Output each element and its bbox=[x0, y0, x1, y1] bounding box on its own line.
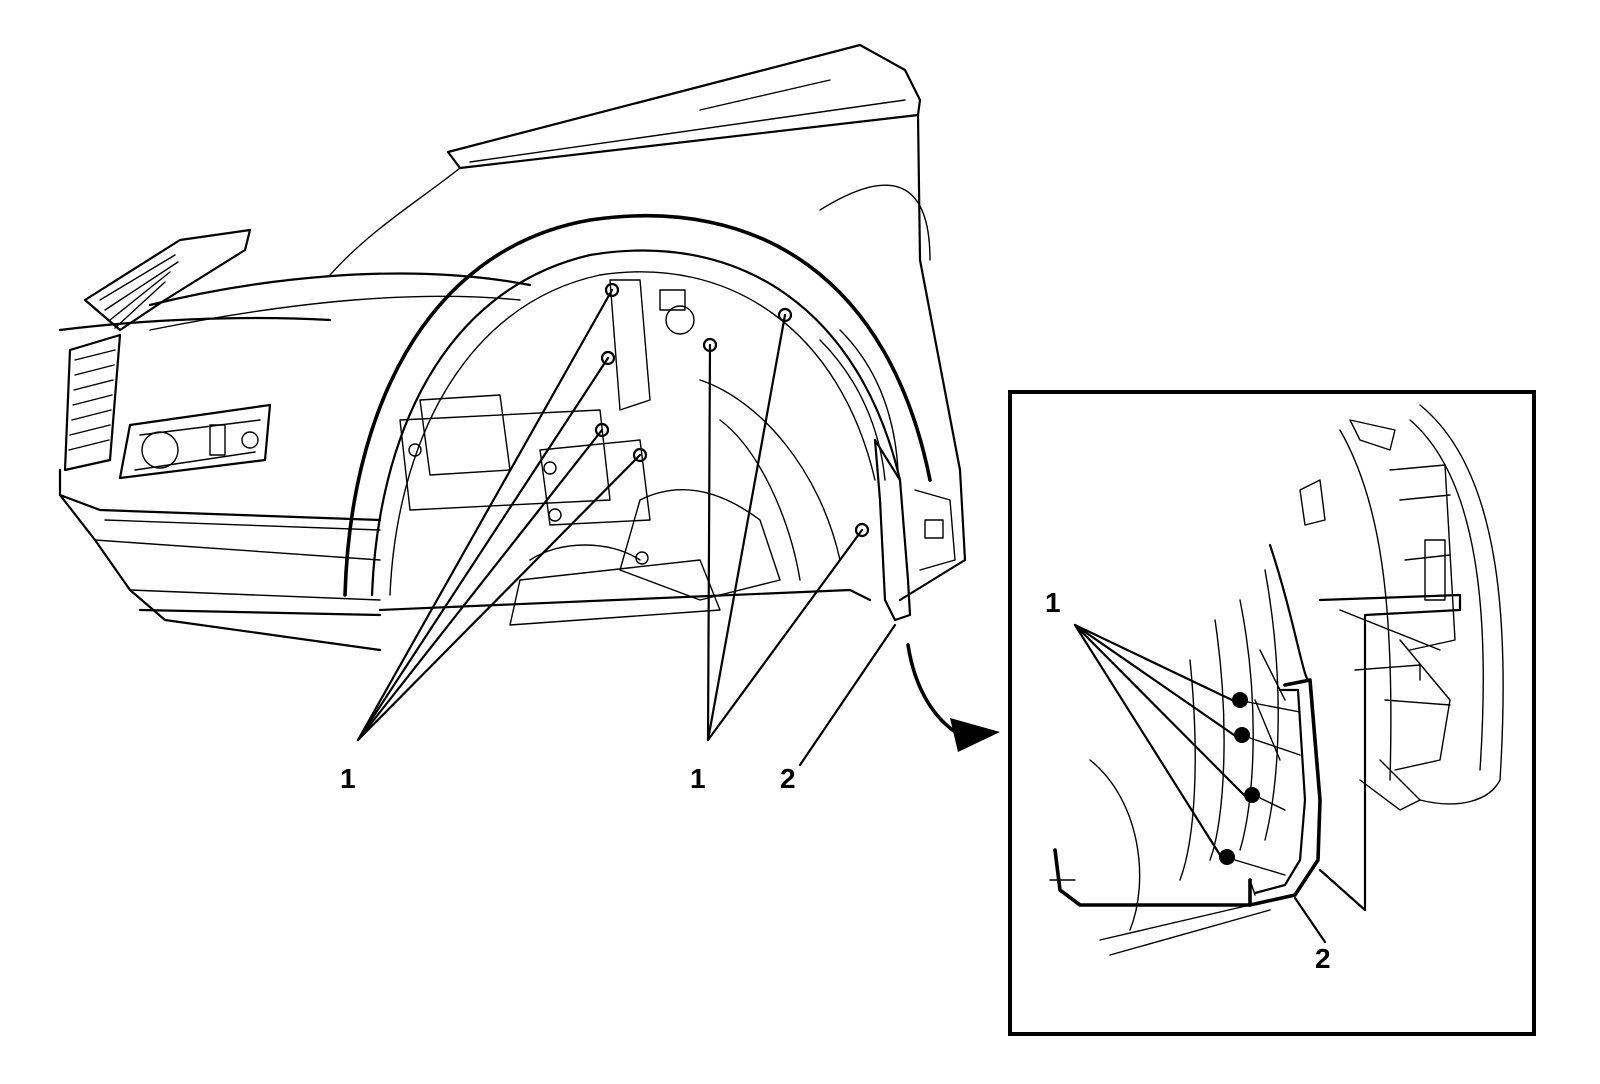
fastener bbox=[854, 522, 870, 538]
curved-arrow-icon bbox=[906, 643, 1000, 752]
callout-liner-detail: 2 bbox=[1315, 943, 1331, 974]
fastener bbox=[1234, 727, 1250, 743]
callout-fasteners-right: 1 bbox=[690, 763, 706, 794]
fender-body bbox=[898, 113, 967, 602]
wheelhouse-interior bbox=[378, 279, 899, 626]
fastener bbox=[600, 350, 616, 366]
fastener bbox=[1244, 787, 1260, 803]
leader-lines-main bbox=[356, 288, 897, 767]
wheel-arch-outer bbox=[343, 213, 932, 597]
fastener bbox=[1219, 849, 1235, 865]
vehicle-front-view: 1 1 2 bbox=[58, 43, 967, 794]
fastener-group-main bbox=[408, 282, 870, 565]
callout-fasteners-left: 1 bbox=[340, 763, 356, 794]
detail-inset: 1 2 bbox=[1008, 390, 1536, 1036]
fender-liner-flap bbox=[873, 438, 956, 622]
fastener bbox=[594, 422, 610, 438]
front-bumper bbox=[58, 316, 382, 652]
front-grille bbox=[63, 228, 252, 472]
fastener bbox=[604, 282, 620, 298]
fastener-group-detail bbox=[1219, 692, 1301, 876]
callout-fasteners-detail: 1 bbox=[1045, 587, 1061, 618]
leader-lines-detail bbox=[1073, 623, 1327, 944]
fastener bbox=[632, 447, 648, 463]
fender-top-edge bbox=[446, 43, 922, 170]
callout-liner-main: 2 bbox=[780, 763, 796, 794]
fog-lamp bbox=[118, 403, 272, 480]
fastener bbox=[1232, 692, 1248, 708]
